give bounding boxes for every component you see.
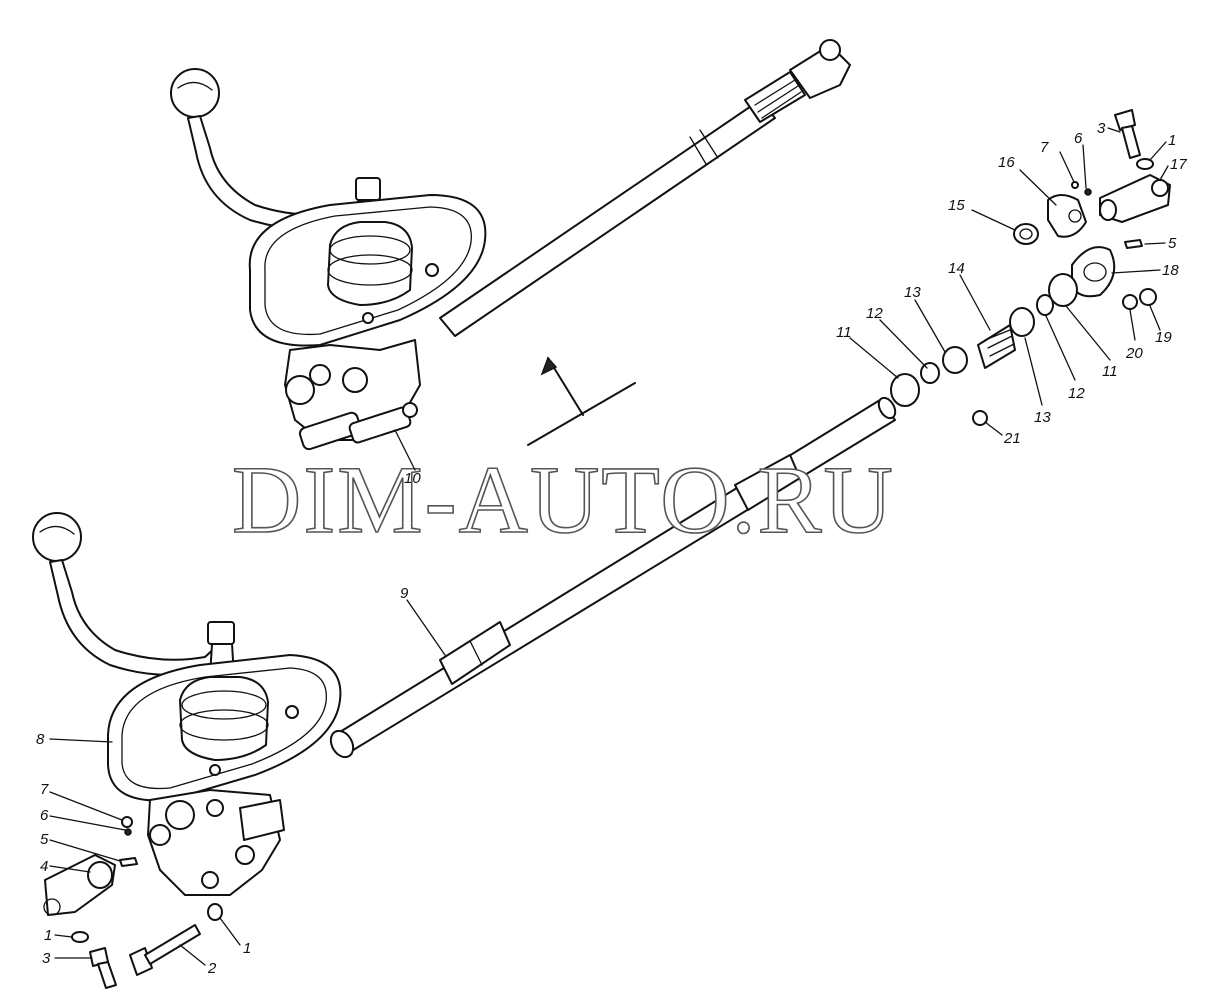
boot-16 (1047, 194, 1087, 238)
bushing-13-lower (942, 346, 968, 374)
callout-9: 9 (400, 585, 409, 602)
key-5-top (1124, 239, 1143, 249)
callout-7-bottom: 7 (40, 781, 49, 798)
upper-shift-rod (439, 39, 851, 337)
callout-1-top: 1 (1168, 132, 1176, 149)
callout-11-a: 11 (836, 324, 852, 341)
bolt-2-shank (144, 924, 201, 965)
callout-21: 21 (1003, 430, 1021, 447)
callout-13-b: 13 (1034, 409, 1051, 426)
callout-3-bottom: 3 (42, 950, 51, 967)
washer-20 (1122, 294, 1138, 310)
bushing-15 (1013, 223, 1039, 245)
upper-gearbox-housing (284, 339, 421, 451)
washer-1-bottom-left (71, 931, 89, 943)
callout-5-top: 5 (1168, 235, 1177, 252)
callout-20: 20 (1125, 345, 1143, 362)
callout-7-top: 7 (1040, 139, 1049, 156)
ring-11-upper (1048, 273, 1078, 307)
nut-19 (1139, 288, 1157, 306)
spring-7-bottom (121, 816, 133, 828)
spring-14 (977, 324, 1016, 369)
washer-1-bottom-right (207, 903, 223, 921)
callout-8: 8 (36, 731, 45, 748)
lower-shift-rod (329, 396, 897, 759)
small-parts-top (890, 109, 1171, 426)
lower-mounting-plate (107, 654, 342, 802)
leader-lines (49, 127, 1169, 966)
callout-10: 10 (404, 470, 421, 487)
callout-3-top: 3 (1097, 120, 1106, 137)
callout-14: 14 (948, 260, 965, 277)
ring-11-lower (890, 373, 920, 407)
callout-12-a: 12 (866, 305, 883, 322)
ring-13-upper (1009, 307, 1035, 337)
lower-assembly (32, 396, 897, 896)
callout-6-bottom: 6 (40, 807, 49, 824)
callout-2: 2 (207, 960, 217, 977)
watermark-text: DIM-AUTO.RU (232, 446, 895, 553)
direction-arrow (527, 356, 636, 446)
nut-21 (972, 410, 988, 426)
callout-1-bottom-right: 1 (243, 940, 251, 957)
callout-12-b: 12 (1068, 385, 1085, 402)
callout-19: 19 (1155, 329, 1172, 346)
callout-4: 4 (40, 858, 48, 875)
upper-assembly (170, 39, 851, 451)
upper-mounting-plate (248, 194, 487, 347)
bolt-3-shank (1121, 125, 1141, 159)
callout-6-top: 6 (1074, 130, 1083, 147)
callout-17: 17 (1170, 156, 1187, 173)
callout-13-a: 13 (904, 284, 921, 301)
lower-gearbox-housing (147, 789, 285, 896)
flange-18 (1071, 246, 1116, 298)
small-parts-bottom (43, 816, 223, 989)
lower-gear-lever (32, 512, 235, 677)
ring-12-lower (920, 362, 940, 384)
callout-1-bottom-left: 1 (44, 927, 52, 944)
ball-6-bottom (124, 828, 132, 836)
ring-12-upper (1036, 294, 1054, 316)
callout-labels: 1 3 6 7 16 17 15 5 14 18 13 12 11 20 19 … (36, 120, 1187, 977)
callout-16: 16 (998, 154, 1015, 171)
washer-1-top (1136, 158, 1154, 170)
bolt-3-head (1114, 109, 1136, 131)
callout-18: 18 (1162, 262, 1179, 279)
callout-11-b: 11 (1102, 363, 1118, 380)
callout-5-bottom: 5 (40, 831, 49, 848)
callout-15: 15 (948, 197, 965, 214)
key-5-bottom (119, 857, 138, 867)
ball-6-top (1084, 188, 1092, 196)
spring-7-top (1071, 181, 1079, 189)
